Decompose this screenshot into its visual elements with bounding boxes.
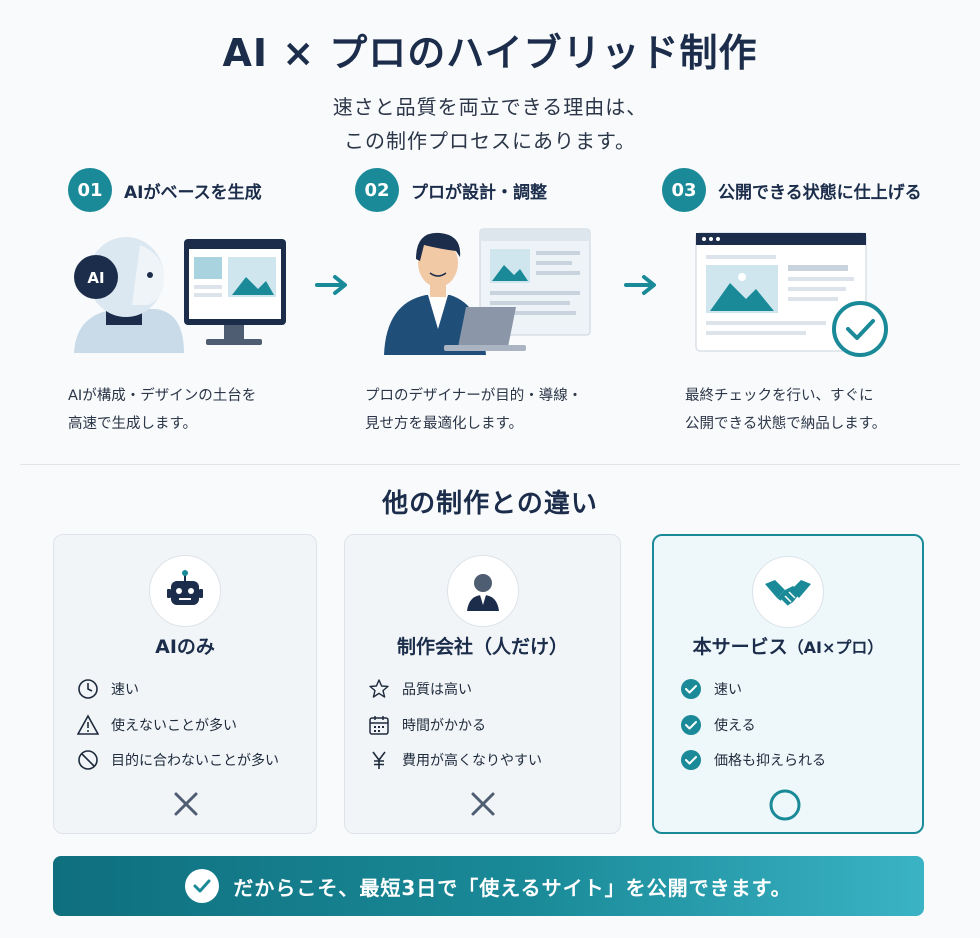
step-1-title: AIがベースを生成 — [124, 182, 262, 203]
step-3-desc-line-2: 公開できる状態で納品します。 — [685, 416, 887, 432]
arrow-right-icon — [624, 275, 656, 295]
card-ai-only — [53, 534, 317, 834]
feature-text: 速い — [714, 682, 742, 698]
step-3-desc-line-1: 最終チェックを行い、すぐに — [685, 388, 874, 404]
feature-row: 品質は高い — [368, 678, 472, 700]
comparison-title: 他の制作との違い — [382, 489, 598, 519]
card-agency — [344, 534, 621, 834]
ai-badge-text: AI — [87, 269, 104, 287]
feature-row: 価格も抑えられる — [680, 749, 826, 771]
feature-text: 使える — [714, 718, 756, 734]
step-2-desc-line-2: 見せ方を最適化します。 — [365, 416, 524, 432]
robot-icon — [149, 555, 221, 627]
card-ai-only-title: AIのみ — [155, 636, 215, 658]
page-title: AI × プロのハイブリッド制作 — [222, 31, 758, 75]
step-3-number: 03 — [662, 168, 706, 212]
card-our-service-title-main: 本サービス — [692, 636, 788, 658]
warning-icon — [77, 714, 99, 736]
designer-illustration — [384, 228, 591, 355]
feature-text: 速い — [111, 682, 139, 698]
step-2-title: プロが設計・調整 — [411, 182, 547, 203]
subtitle-line-2: この制作プロセスにあります。 — [344, 129, 636, 153]
check-circle-icon — [680, 678, 702, 700]
step-1-header: 01 AIがベースを生成 — [68, 168, 378, 212]
check-circle-icon — [680, 714, 702, 736]
feature-row: 速い — [77, 678, 139, 700]
step-2-description: プロのデザイナーが目的・導線・ 見せ方を最適化します。 — [365, 382, 582, 438]
card-agency-title: 制作会社（人だけ） — [396, 636, 568, 658]
banner-text: だからこそ、最短3日で「使えるサイト」を公開できます。 — [233, 875, 792, 900]
step-1-description: AIが構成・デザインの土台を 高速で生成します。 — [68, 382, 256, 438]
subtitle-line-1: 速さと品質を両立できる理由は、 — [332, 95, 648, 119]
feature-text: 時間がかかる — [402, 718, 486, 734]
step-3-title: 公開できる状態に仕上げる — [718, 182, 922, 203]
step-1-desc-line-2: 高速で生成します。 — [68, 416, 198, 432]
arrow-right-icon — [315, 275, 347, 295]
feature-text: 目的に合わないことが多い — [111, 753, 279, 769]
feature-text: 使えないことが多い — [111, 718, 237, 734]
feature-row: 使えないことが多い — [77, 714, 237, 736]
cross-mark-icon — [172, 790, 200, 822]
person-icon — [446, 555, 519, 627]
prohibited-icon — [77, 749, 99, 771]
step-2-number: 02 — [355, 168, 399, 212]
ai-generation-illustration: AI — [74, 237, 286, 353]
card-our-service-title-paren: （AI×プロ） — [787, 638, 884, 657]
cross-mark-icon — [469, 790, 497, 822]
feature-text: 価格も抑えられる — [714, 753, 826, 769]
feature-row: 速い — [680, 678, 742, 700]
feature-row: 時間がかかる — [368, 714, 486, 736]
feature-text: 品質は高い — [402, 682, 472, 698]
handshake-icon — [752, 556, 824, 628]
step-1-desc-line-1: AIが構成・デザインの土台を — [68, 388, 257, 404]
step-1-number: 01 — [68, 168, 112, 212]
feature-text: 費用が高くなりやすい — [402, 753, 542, 769]
step-3-header: 03 公開できる状態に仕上げる — [662, 168, 972, 212]
section-divider — [20, 464, 960, 465]
step-3-description: 最終チェックを行い、すぐに 公開できる状態で納品します。 — [685, 382, 886, 438]
card-our-service — [652, 534, 924, 834]
star-icon — [368, 678, 390, 700]
clock-icon — [77, 678, 99, 700]
circle-mark-icon — [768, 788, 802, 826]
step-2-desc-line-1: プロのデザイナーが目的・導線・ — [365, 388, 583, 404]
card-our-service-title: 本サービス（AI×プロ） — [652, 632, 924, 659]
cta-banner: だからこそ、最短3日で「使えるサイト」を公開できます。 — [53, 856, 924, 916]
page-subtitle: 速さと品質を両立できる理由は、 この制作プロセスにあります。 — [0, 90, 980, 158]
check-circle-icon — [680, 749, 702, 771]
feature-row: 使える — [680, 714, 756, 736]
feature-row: 費用が高くなりやすい — [368, 749, 542, 771]
step-2-header: 02 プロが設計・調整 — [355, 168, 665, 212]
yen-icon — [368, 749, 390, 771]
completed-site-illustration — [695, 232, 888, 357]
feature-row: 目的に合わないことが多い — [77, 749, 279, 771]
check-icon — [185, 869, 220, 903]
calendar-icon — [368, 714, 390, 736]
